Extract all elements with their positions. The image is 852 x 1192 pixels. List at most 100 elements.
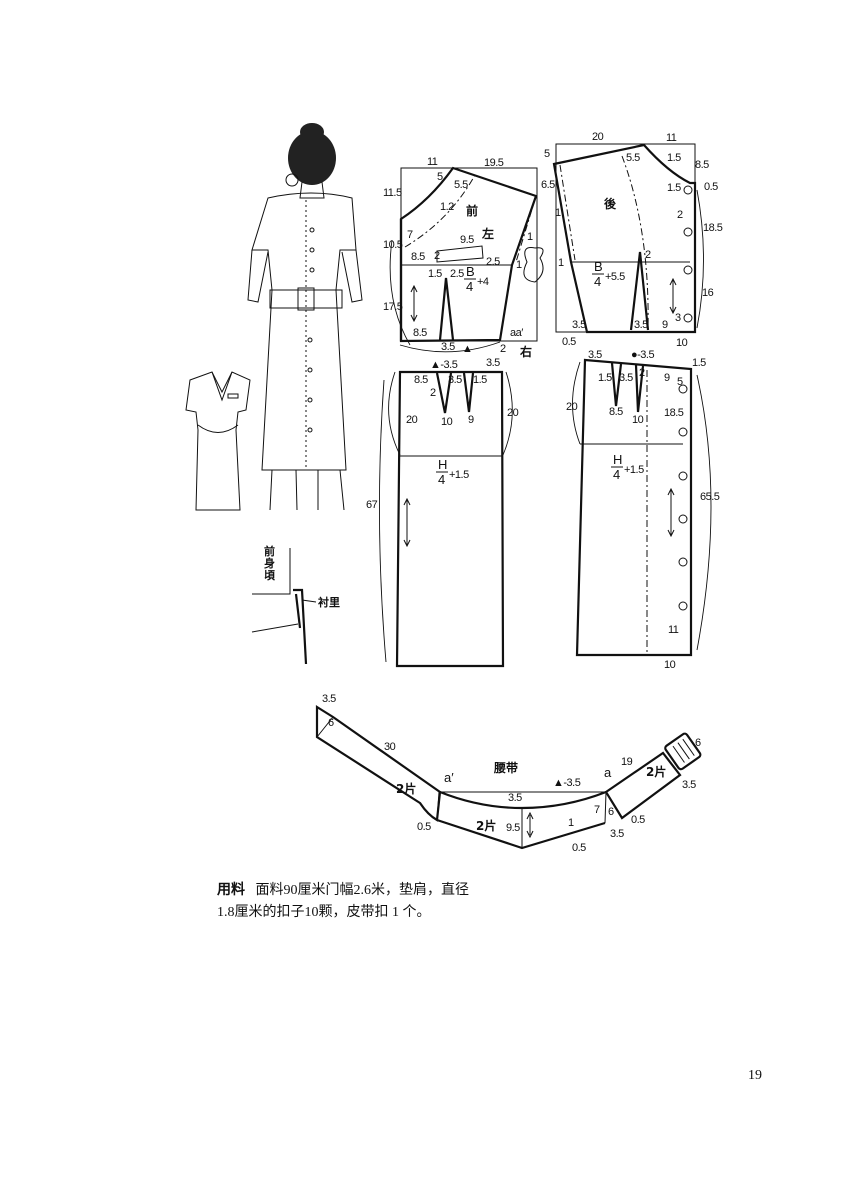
dimension-label: 5.5 (626, 152, 640, 164)
dimension-label: 3.5 (588, 349, 602, 361)
dimension-label: 18.5 (703, 222, 723, 234)
dimension-label: 1.5 (598, 372, 612, 384)
dimension-label: 2片 (646, 764, 666, 779)
dimension-label: ▲ (462, 343, 472, 355)
dimension-label: 2 (677, 209, 683, 221)
dimension-label: 0.5 (417, 821, 431, 833)
lining-label-group: 衬里 (318, 595, 340, 609)
dimension-label: 6 (695, 737, 701, 749)
dimension-label: 5 (677, 376, 683, 388)
dimension-label: 20 (406, 414, 418, 426)
dimension-label: 1 (527, 231, 533, 243)
dress-figure-back-view (247, 123, 363, 511)
dimension-label: 3.5 (572, 319, 586, 331)
page-number: 19 (748, 1068, 762, 1083)
materials-text-1: 面料90厘米门幅2.6米，垫肩，直径 (255, 883, 470, 898)
dimension-label: 67 (366, 499, 378, 511)
dimension-label: 8.5 (414, 374, 428, 386)
dimension-label: +4 (477, 276, 489, 288)
dimension-label: 20 (566, 401, 578, 413)
dimension-label: 6 (328, 717, 334, 729)
back-skirt-pattern (572, 358, 712, 657)
front-bodice-labels: 11 19.5 5 5.5 11.5 1.2 7 10.5 9.5 8.5 2 … (383, 156, 534, 359)
dimension-label: 11 (666, 132, 677, 144)
dimension-label: 10 (632, 414, 644, 426)
back-skirt-labels: 3.5 ●-3.5 1.5 1.5 3.5 2 9 5 20 8.5 10 18… (566, 349, 720, 671)
dimension-label: a (604, 765, 612, 780)
dimension-label: +5.5 (605, 271, 625, 283)
materials-lead: 用料 (217, 883, 245, 898)
dimension-label: 前 (466, 203, 478, 218)
dimension-label: 2 (645, 249, 651, 261)
dimension-label: ▲-3.5 (430, 359, 458, 371)
dimension-label: 後 (604, 196, 617, 211)
dimension-label: H (613, 452, 622, 467)
dimension-label: 1 (516, 259, 522, 271)
dimension-label: 2 (639, 367, 645, 379)
dimension-label: 2.5 (486, 256, 500, 268)
dimension-label: 4 (613, 467, 620, 482)
dimension-label: 11.5 (383, 187, 402, 199)
dimension-label: 9.5 (460, 234, 474, 246)
back-bodice-pattern (552, 143, 704, 334)
dimension-label: 2片 (396, 781, 416, 796)
dimension-label: 7 (594, 804, 600, 816)
dimension-label: 3.5 (486, 357, 500, 369)
dimension-label: 右 (519, 344, 532, 359)
dimension-label: 18.5 (664, 407, 684, 419)
materials-line-2: 1.8厘米的扣子10颗，皮带扣 1 个。 (217, 905, 431, 920)
dimension-label: 3.5 (682, 779, 696, 791)
dimension-label: 19.5 (484, 157, 504, 169)
dimension-label: 0.5 (562, 336, 576, 348)
dimension-label: 3.5 (610, 828, 624, 840)
dimension-label: 3.5 (322, 693, 336, 705)
dimension-label: 1 (568, 817, 574, 829)
dimension-label: 1.5 (667, 152, 681, 164)
dimension-label: 8.5 (413, 327, 427, 339)
dimension-label: 5.5 (454, 179, 468, 191)
dimension-label: ●-3.5 (631, 349, 654, 361)
dimension-label: B (594, 259, 603, 274)
dimension-label: a′ (444, 770, 454, 785)
dimension-label: 20 (592, 131, 604, 143)
front-bodice-pattern (389, 166, 544, 353)
dimension-label: 1.5 (473, 374, 487, 386)
dimension-label: 3.5 (448, 374, 462, 386)
dimension-label: 8.5 (695, 159, 709, 171)
dimension-label: 1.5 (667, 182, 681, 194)
dimension-label: 9.5 (506, 822, 520, 834)
dimension-label: 30 (384, 741, 396, 753)
front-body-label: 前身頃 (264, 545, 275, 582)
dimension-label: 6 (608, 806, 614, 818)
materials-line-1: 用料 面料90厘米门幅2.6米，垫肩，直径 (217, 880, 469, 902)
dimension-label: 2 (430, 387, 436, 399)
dimension-label: 3.5 (508, 792, 522, 804)
dimension-label: 2 (434, 250, 440, 262)
dimension-label: 9 (662, 319, 668, 331)
dimension-label: 腰带 (493, 760, 518, 775)
belt-pattern (315, 705, 702, 850)
dimension-label: 11 (668, 624, 679, 636)
dimension-label: +1.5 (449, 469, 469, 481)
dimension-label: 10.5 (383, 239, 403, 251)
dimension-label: 1.2 (440, 201, 454, 213)
front-skirt-labels: ▲-3.5 3.5 8.5 3.5 1.5 2 20 10 9 20 67 H … (366, 357, 519, 511)
dimension-label: 衬里 (318, 595, 340, 609)
dimension-label: 4 (466, 279, 473, 294)
dimension-label: 2.5 (450, 268, 464, 280)
dimension-label: 10 (664, 659, 676, 671)
dimension-label: 3 (675, 312, 681, 324)
dimension-label: 8.5 (411, 251, 425, 263)
dimension-label: H (438, 457, 447, 472)
dimension-label: aa′ (510, 327, 523, 339)
dimension-label: 左 (481, 226, 494, 241)
dimension-label: 8.5 (609, 406, 623, 418)
lining-detail (251, 548, 317, 665)
dimension-label: B (466, 264, 475, 279)
dimension-label: 20 (507, 407, 519, 419)
dimension-label: 5 (544, 148, 550, 160)
dress-figure-front-view (185, 371, 251, 511)
dimension-label: 0.5 (631, 814, 645, 826)
dimension-label: 1.5 (692, 357, 706, 369)
